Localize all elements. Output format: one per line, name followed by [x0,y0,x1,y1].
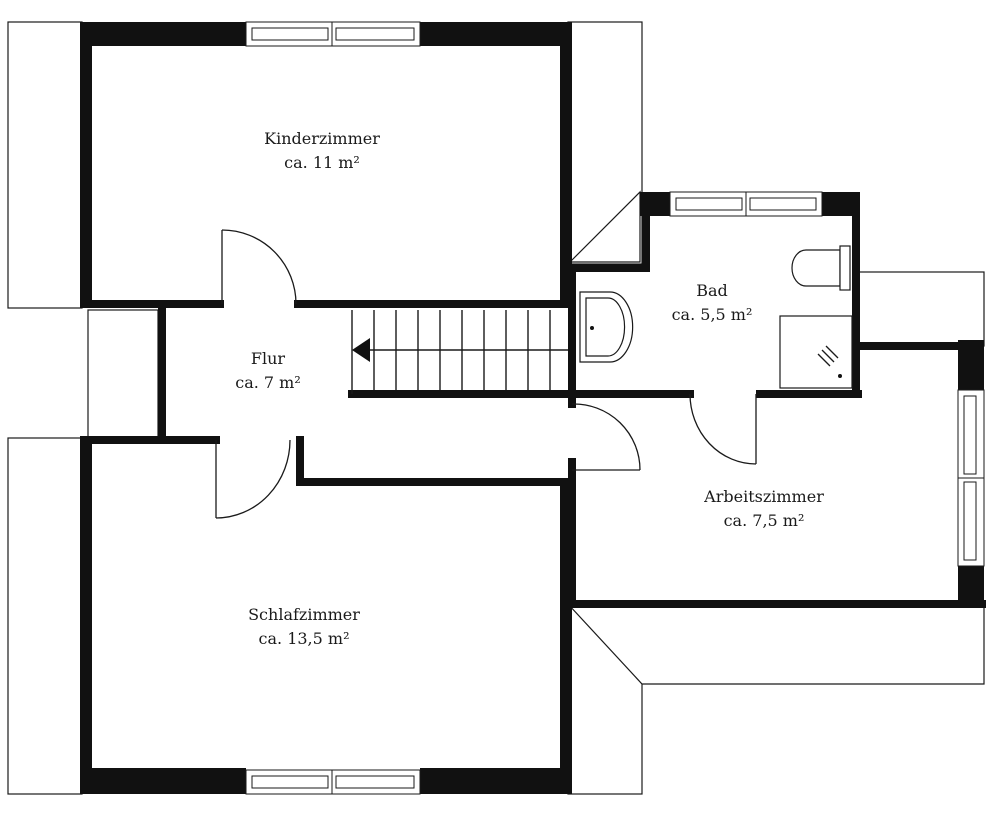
stair-arrow-icon [352,338,370,362]
room-label-schlafzimmer: Schlafzimmer [248,605,360,624]
roof-outlines [7,21,985,795]
door-arbeitszimmer [571,403,641,471]
room-label-flur: Flur [251,349,286,368]
window-schlafzimmer [245,769,421,795]
exterior-walls [80,22,984,794]
windows [245,21,985,795]
room-area-flur: ca. 7 m² [235,373,301,392]
bathroom-fixtures [579,245,853,389]
shower-icon [779,315,853,389]
room-area-arbeitszimmer: ca. 7,5 m² [724,511,805,530]
window-bad [669,191,823,217]
room-area-kinderzimmer: ca. 11 m² [284,153,360,172]
room-label-kinderzimmer: Kinderzimmer [264,129,380,148]
room-label-bad: Bad [696,281,728,300]
window-arbeitszimmer [957,389,985,567]
toilet-icon [791,245,851,291]
room-area-schlafzimmer: ca. 13,5 m² [259,629,350,648]
washbasin-icon [579,291,634,363]
staircase [351,310,568,394]
door-bad [689,393,757,465]
doors [215,229,757,519]
room-labels: Kinderzimmer ca. 11 m² Bad ca. 5,5 m² Fl… [235,129,824,648]
door-schlafzimmer [215,439,291,519]
room-label-arbeitszimmer: Arbeitszimmer [703,487,824,506]
door-kinderzimmer [221,229,297,305]
window-kinderzimmer [245,21,421,47]
room-area-bad: ca. 5,5 m² [672,305,753,324]
